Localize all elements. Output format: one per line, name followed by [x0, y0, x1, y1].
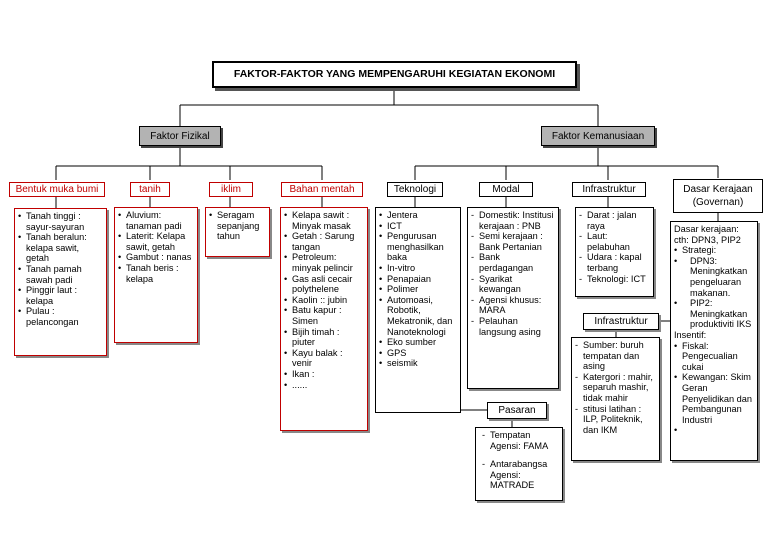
- list-item: Pinggir laut : kelapa: [18, 285, 103, 306]
- dasar-kerajaan-subtitle: (Governan): [692, 197, 744, 208]
- list-item: Udara : kapal terbang: [579, 252, 650, 273]
- list-item: Petroleum: minyak pelincir: [284, 252, 364, 273]
- list-item: Pelauhan langsung asing: [471, 316, 555, 337]
- list-item: Antarabangsa Agensi: MATRADE: [482, 459, 559, 491]
- list-item: Teknologi: ICT: [579, 274, 650, 285]
- list-item: Batu kapur : Simen: [284, 305, 364, 326]
- list-item: Kayu balak : venir: [284, 348, 364, 369]
- list-item: seismik: [379, 358, 457, 369]
- teknologi-list: Jentera ICT Pengurusan menghasilkan baka…: [375, 207, 461, 413]
- infrastruktur-fizikal-list: Darat : jalan raya Laut: pelabuhan Udara…: [575, 207, 654, 297]
- tanih-header: tanih: [130, 182, 170, 197]
- iklim-list: Seragam sepanjang tahun: [205, 207, 270, 257]
- list-item: Bijih timah : piuter: [284, 327, 364, 348]
- list-item: Tempatan Agensi: FAMA: [482, 430, 559, 451]
- list-item: Pengurusan menghasilkan baka: [379, 231, 457, 263]
- list-item: ICT: [379, 221, 457, 232]
- list-item: Penapaian: [379, 274, 457, 285]
- list-item: Darat : jalan raya: [579, 210, 650, 231]
- list-item: GPS: [379, 348, 457, 359]
- bahan-mentah-header: Bahan mentah: [281, 182, 363, 197]
- list-item: ......: [284, 380, 364, 391]
- list-item: stitusi latihan : ILP, Politeknik, dan I…: [575, 404, 656, 436]
- list-item: Kewangan: Skim Geran Penyelidikan dan Pe…: [674, 372, 754, 425]
- pasaran-header: Pasaran: [487, 402, 547, 419]
- list-item: Katergori : mahir, separuh mashir, tidak…: [575, 372, 656, 404]
- list-item: Tanah beralun: kelapa sawit, getah: [18, 232, 103, 264]
- list-item: Tanah pamah sawah padi: [18, 264, 103, 285]
- faktor-fizikal-box: Faktor Fizikal: [139, 126, 221, 146]
- list-item: Strategi:: [674, 245, 754, 256]
- dasar-kerajaan-header: Dasar Kerajaan (Governan): [673, 179, 763, 213]
- teknologi-header: Teknologi: [387, 182, 443, 197]
- modal-header: Modal: [479, 182, 533, 197]
- list-item: Laterit: Kelapa sawit, getah: [118, 231, 194, 252]
- modal-list: Domestik: Institusi kerajaan : PNB Semi …: [467, 207, 559, 389]
- list-item: Semi kerajaan : Bank Pertanian: [471, 231, 555, 252]
- list-item: Laut: pelabuhan: [579, 231, 650, 252]
- list-item: Sumber: buruh tempatan dan asing: [575, 340, 656, 372]
- list-item: DPN3: Meningkatkan pengeluaran makanan.: [674, 256, 754, 298]
- list-item: In-vitro: [379, 263, 457, 274]
- list-item: Bank perdagangan: [471, 252, 555, 273]
- infrastruktur-header: Infrastruktur: [572, 182, 646, 197]
- pasaran-list: Tempatan Agensi: FAMA Antarabangsa Agens…: [475, 427, 563, 501]
- list-item: Kelapa sawit : Minyak masak: [284, 210, 364, 231]
- list-item: Insentif:: [674, 329, 707, 340]
- list-item: Syarikat kewangan: [471, 274, 555, 295]
- infrastruktur-manusia-header: Infrastruktur: [583, 313, 659, 330]
- diagram-title: FAKTOR-FAKTOR YANG MEMPENGARUHI KEGIATAN…: [212, 61, 577, 88]
- list-item: Seragam sepanjang tahun: [209, 210, 266, 242]
- bentuk-muka-bumi-list: Tanah tinggi : sayur-sayuran Tanah beral…: [14, 208, 107, 356]
- list-item: Tanah beris : kelapa: [118, 263, 194, 284]
- list-item: Aluvium: tanaman padi: [118, 210, 194, 231]
- list-item: Tanah tinggi : sayur-sayuran: [18, 211, 103, 232]
- list-item: Fiskal: Pengecualian cukai: [674, 341, 754, 373]
- list-item: Automoasi, Robotik, Mekatronik, dan Nano…: [379, 295, 457, 337]
- infrastruktur-manusia-list: Sumber: buruh tempatan dan asing Katergo…: [571, 337, 660, 461]
- list-item: PIP2: Meningkatkan produktiviti IKS: [674, 298, 754, 330]
- faktor-kemanusiaan-box: Faktor Kemanusiaan: [541, 126, 655, 146]
- bahan-mentah-list: Kelapa sawit : Minyak masak Getah : Saru…: [280, 207, 368, 431]
- dasar-kerajaan-title: Dasar Kerajaan: [683, 184, 753, 195]
- tanih-list: Aluvium: tanaman padi Laterit: Kelapa sa…: [114, 207, 198, 343]
- iklim-header: iklim: [209, 182, 253, 197]
- list-item: Dasar kerajaan: cth: DPN3, PIP2: [674, 224, 741, 245]
- list-item: Eko sumber: [379, 337, 457, 348]
- list-item: Gas asli cecair polythelene: [284, 274, 364, 295]
- list-item: Getah : Sarung tangan: [284, 231, 364, 252]
- list-item: Agensi khusus: MARA: [471, 295, 555, 316]
- list-item: Jentera: [379, 210, 457, 221]
- list-item: Pulau : pelancongan: [18, 306, 103, 327]
- bentuk-muka-bumi-header: Bentuk muka bumi: [9, 182, 105, 197]
- list-item: Gambut : nanas: [118, 252, 194, 263]
- list-item: Kaolin :: jubin: [284, 295, 364, 306]
- list-item: Polimer: [379, 284, 457, 295]
- list-item: Domestik: Institusi kerajaan : PNB: [471, 210, 555, 231]
- dasar-kerajaan-list: Dasar kerajaan: cth: DPN3, PIP2 Strategi…: [670, 221, 758, 461]
- list-item: Ikan :: [284, 369, 364, 380]
